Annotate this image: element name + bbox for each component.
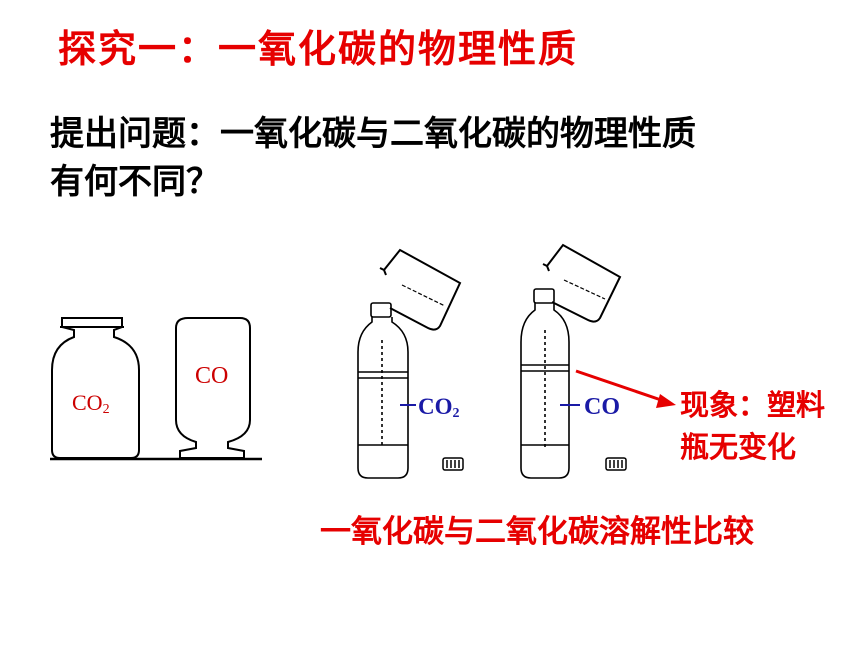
question-line-1: 提出问题：一氧化碳与二氧化碳的物理性质	[50, 114, 696, 154]
jar-co2-sub: 2	[103, 402, 110, 417]
bottle-label-co2: CO2	[418, 394, 460, 421]
experiment-caption: 一氧化碳与二氧化碳溶解性比较	[320, 514, 754, 550]
plastic-bottle-co	[520, 288, 570, 479]
bottle-label-co: CO	[584, 394, 620, 420]
slide-title: 探究一：一氧化碳的物理性质	[58, 27, 579, 71]
observation-line-1: 现象：塑料	[680, 388, 826, 422]
gas-jar-co2	[51, 317, 140, 459]
jar-label-co2: CO2	[72, 390, 110, 417]
plastic-bottle-co2	[357, 302, 409, 479]
observation-line-2: 瓶无变化	[680, 430, 797, 464]
arrow-icon	[575, 369, 676, 408]
question-line-2: 有何不同？	[50, 162, 220, 202]
jar-label-co: CO	[195, 363, 228, 389]
bottle-co2-sub: 2	[453, 406, 460, 421]
observation-text: 现象：塑料 瓶无变化	[680, 384, 825, 468]
bottle-co2-main: CO	[418, 394, 453, 419]
beaker-left	[379, 248, 462, 331]
bottle-cap-left	[442, 457, 464, 471]
question-text: 提出问题：一氧化碳与二氧化碳的物理性质 有何不同？	[50, 110, 696, 206]
bottle-cap-right	[605, 457, 627, 471]
beaker-right	[542, 243, 622, 323]
gas-jar-co	[175, 317, 251, 459]
jar-co2-main: CO	[72, 390, 103, 415]
